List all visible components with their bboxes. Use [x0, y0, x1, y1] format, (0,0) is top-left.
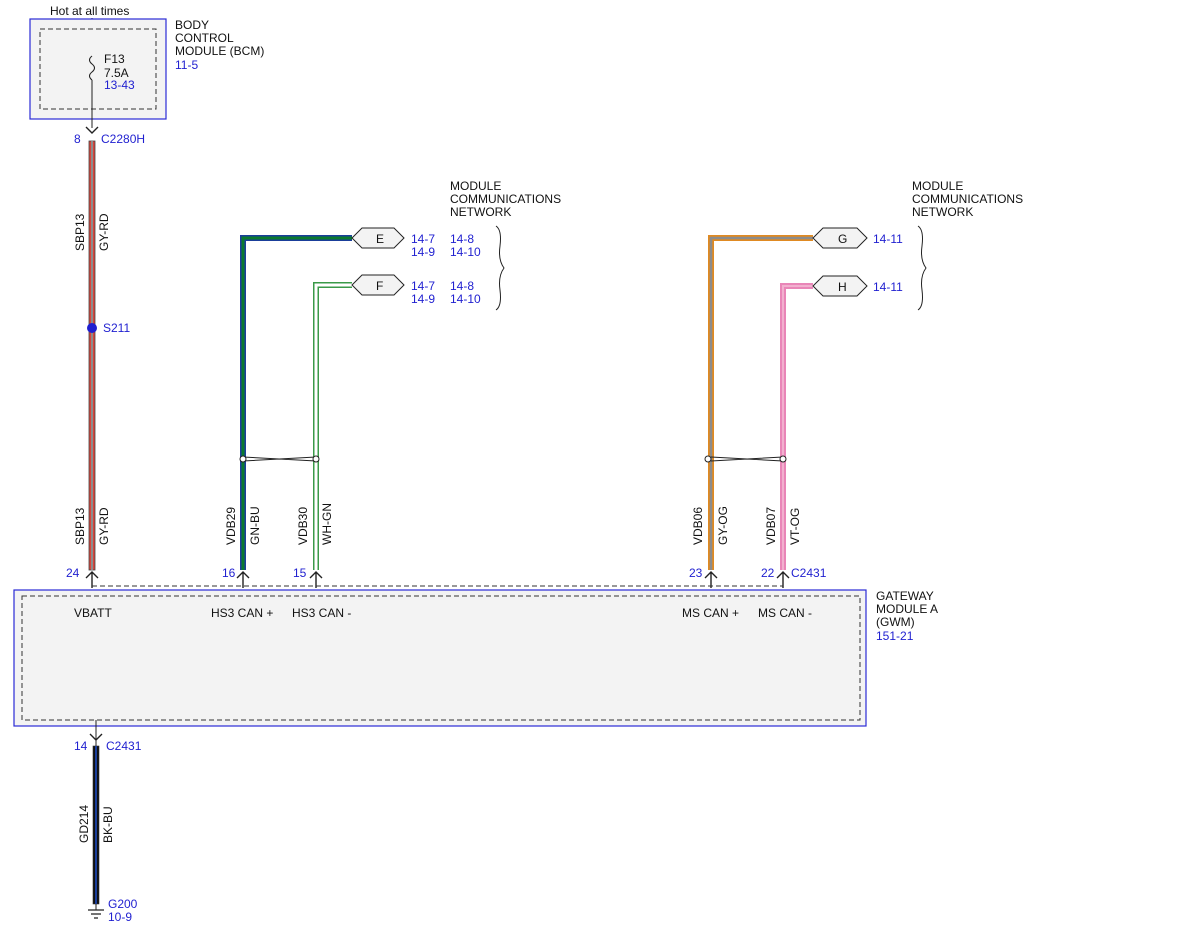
pin-22-label: 22: [761, 566, 775, 580]
gwm-pin-vbatt: VBATT: [74, 606, 112, 620]
sbp13-circuit-bottom: SBP13: [73, 507, 87, 545]
twist-ms-right-loop: [779, 455, 787, 463]
pin-16-label: 16: [222, 566, 236, 580]
tag-e-ref3: 14-9: [411, 245, 435, 259]
pin-22-arrow-icon: [776, 571, 790, 588]
splice-s211-icon: [87, 323, 97, 333]
network-brace-right-icon: [917, 225, 927, 311]
vdb29-color: GN-BU: [248, 506, 262, 545]
tag-f-ref1: 14-7: [411, 279, 435, 293]
bcm-pin: 8: [74, 132, 81, 146]
sbp13-circuit-top: SBP13: [73, 213, 87, 251]
network-left-title-line1: MODULE: [450, 179, 501, 193]
vdb30-circuit: VDB30: [296, 507, 310, 545]
gd214-circuit: GD214: [77, 805, 91, 843]
ground-symbol-icon: [88, 909, 104, 919]
tag-f-ref3: 14-9: [411, 292, 435, 306]
gwm-pin-ms-minus: MS CAN -: [758, 606, 812, 620]
bcm-name-line2: CONTROL: [175, 31, 234, 45]
pin-14-label: 14: [74, 739, 88, 753]
connector-tag-f: [351, 274, 405, 296]
tag-e-ref2: 14-8: [450, 232, 474, 246]
tag-h-ref: 14-11: [873, 280, 903, 294]
gwm-ref: 151-21: [876, 629, 914, 643]
network-right-title-line3: NETWORK: [912, 205, 973, 219]
twisted-pair-hs3-icon: [242, 456, 317, 462]
pin-23-label: 23: [689, 566, 703, 580]
wire-vdb07-stripe: [782, 285, 813, 570]
vdb06-color: GY-OG: [716, 506, 730, 545]
network-right-title-line2: COMMUNICATIONS: [912, 192, 1023, 206]
wire-vdb30-stripe: [314, 283, 352, 570]
bcm-name-line3: MODULE (BCM): [175, 44, 264, 58]
network-left-title-line3: NETWORK: [450, 205, 511, 219]
wire-gd214-stripe: [95, 746, 97, 904]
tag-f-ref4: 14-10: [450, 292, 481, 306]
vdb07-color: VT-OG: [788, 508, 802, 545]
network-left-title-line2: COMMUNICATIONS: [450, 192, 561, 206]
splice-s211-label: S211: [103, 321, 130, 335]
gwm-pin-ms-plus: MS CAN +: [682, 606, 739, 620]
bcm-connector: C2280H: [101, 132, 145, 146]
supply-label: Hot at all times: [50, 4, 129, 18]
pin-14-arrow-icon: [89, 733, 103, 741]
gwm-connector-top: C2431: [791, 566, 827, 580]
gwm-name-line3: (GWM): [876, 615, 915, 629]
tag-h-label: H: [838, 280, 847, 294]
tag-g-ref: 14-11: [873, 232, 903, 246]
ground-connector: C2431: [106, 739, 142, 753]
fuse-name: F13: [104, 52, 125, 66]
pin-15-label: 15: [293, 566, 307, 580]
vdb30-color: WH-GN: [320, 503, 334, 545]
tag-e-label: E: [376, 232, 384, 246]
wire-sbp13-stripe: [91, 141, 93, 570]
gwm-pin-hs3-plus: HS3 CAN +: [211, 606, 273, 620]
network-right-title-line1: MODULE: [912, 179, 963, 193]
connector-tag-h: [812, 275, 868, 297]
ground-name: G200: [108, 897, 138, 911]
gwm-outer-box: [13, 589, 867, 727]
gwm-name-line2: MODULE A: [876, 602, 938, 616]
tag-e-ref1: 14-7: [411, 232, 435, 246]
vdb07-circuit: VDB07: [764, 507, 778, 545]
tag-e-ref4: 14-10: [450, 245, 481, 259]
pin-24-label: 24: [66, 566, 80, 580]
network-brace-left-icon: [495, 225, 505, 311]
fuse-icon: [88, 55, 96, 81]
connector-tag-e: [351, 227, 405, 249]
tag-f-label: F: [376, 279, 383, 293]
bcm-outer-box: [29, 18, 167, 120]
ground-ref: 10-9: [108, 910, 132, 924]
connector-tag-g: [812, 227, 868, 249]
gwm-pin-hs3-minus: HS3 CAN -: [292, 606, 351, 620]
vdb06-circuit: VDB06: [691, 507, 705, 545]
tag-f-ref2: 14-8: [450, 279, 474, 293]
twist-ms-left-loop: [704, 455, 712, 463]
gwm-name-line1: GATEWAY: [876, 589, 934, 603]
bcm-inner-box: [39, 28, 157, 110]
gwm-inner-box: [21, 595, 861, 721]
twist-right-loop: [312, 455, 320, 463]
fuse-rating: 7.5A: [104, 66, 129, 80]
twisted-pair-ms-icon: [710, 456, 784, 462]
connector-c2280h-icon: [85, 126, 99, 134]
bcm-name-line1: BODY: [175, 18, 209, 32]
gd214-color: BK-BU: [101, 806, 115, 843]
bcm-ref: 11-5: [175, 58, 198, 72]
pin-16-arrow-icon: [236, 571, 250, 588]
pin-15-arrow-icon: [309, 571, 323, 588]
sbp13-color-bottom: GY-RD: [97, 507, 111, 545]
pin-24-arrow-icon: [85, 571, 99, 588]
vdb29-circuit: VDB29: [224, 507, 238, 545]
twist-left-loop: [239, 455, 247, 463]
sbp13-color-top: GY-RD: [97, 213, 111, 251]
pin-23-arrow-icon: [704, 571, 718, 588]
fuse-ref: 13-43: [104, 78, 135, 92]
tag-g-label: G: [838, 232, 847, 246]
